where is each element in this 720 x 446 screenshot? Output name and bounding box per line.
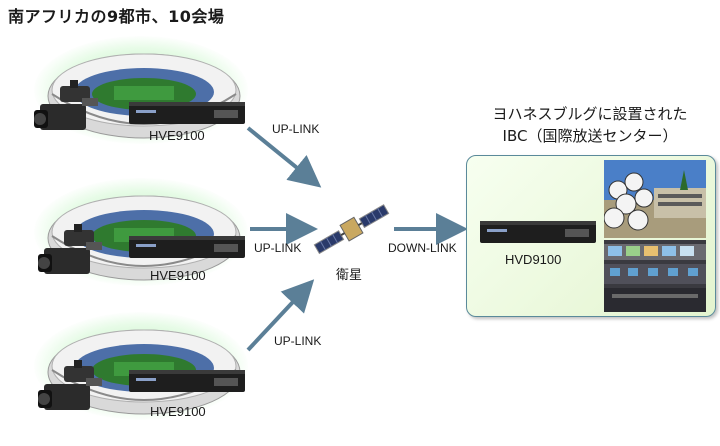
satellite-icon <box>313 204 390 255</box>
ibc-title-line2: IBC（国際放送センター） <box>502 127 678 145</box>
venue-2: HVE9100 <box>30 172 270 312</box>
camera-icon <box>34 80 98 130</box>
ibc-control-room-photo <box>604 240 706 312</box>
uplink-label-3: UP-LINK <box>274 334 322 348</box>
downlink-label: DOWN-LINK <box>388 241 457 255</box>
camera-icon <box>38 360 102 410</box>
uplink-label-2: UP-LINK <box>254 241 302 255</box>
decoder-label: HVD9100 <box>505 252 562 267</box>
decoder-device-icon <box>480 221 596 243</box>
satellite-label: 衛星 <box>336 268 363 283</box>
ibc-panel: HVD9100 <box>466 155 716 317</box>
ibc-title: ヨハネスブルグに設置された IBC（国際放送センター） <box>470 103 710 147</box>
encoder-device-icon <box>129 102 245 124</box>
encoder-label: HVE9100 <box>149 128 205 143</box>
ibc-title-line1: ヨハネスブルグに設置された <box>492 105 688 123</box>
uplink-label-1: UP-LINK <box>272 122 320 136</box>
encoder-device-icon <box>129 370 245 392</box>
uplink-arrow-1 <box>246 126 322 188</box>
venue-1: HVE9100 <box>30 30 270 170</box>
camera-icon <box>38 224 102 274</box>
ibc-building-photo <box>604 160 706 238</box>
uplink-arrow-3 <box>246 279 315 352</box>
diagram-title: 南アフリカの9都市、10会場 <box>8 7 225 26</box>
venue-3: HVE9100 <box>30 306 270 446</box>
encoder-device-icon <box>129 236 245 258</box>
encoder-label: HVE9100 <box>150 404 206 419</box>
encoder-label: HVE9100 <box>150 268 206 283</box>
